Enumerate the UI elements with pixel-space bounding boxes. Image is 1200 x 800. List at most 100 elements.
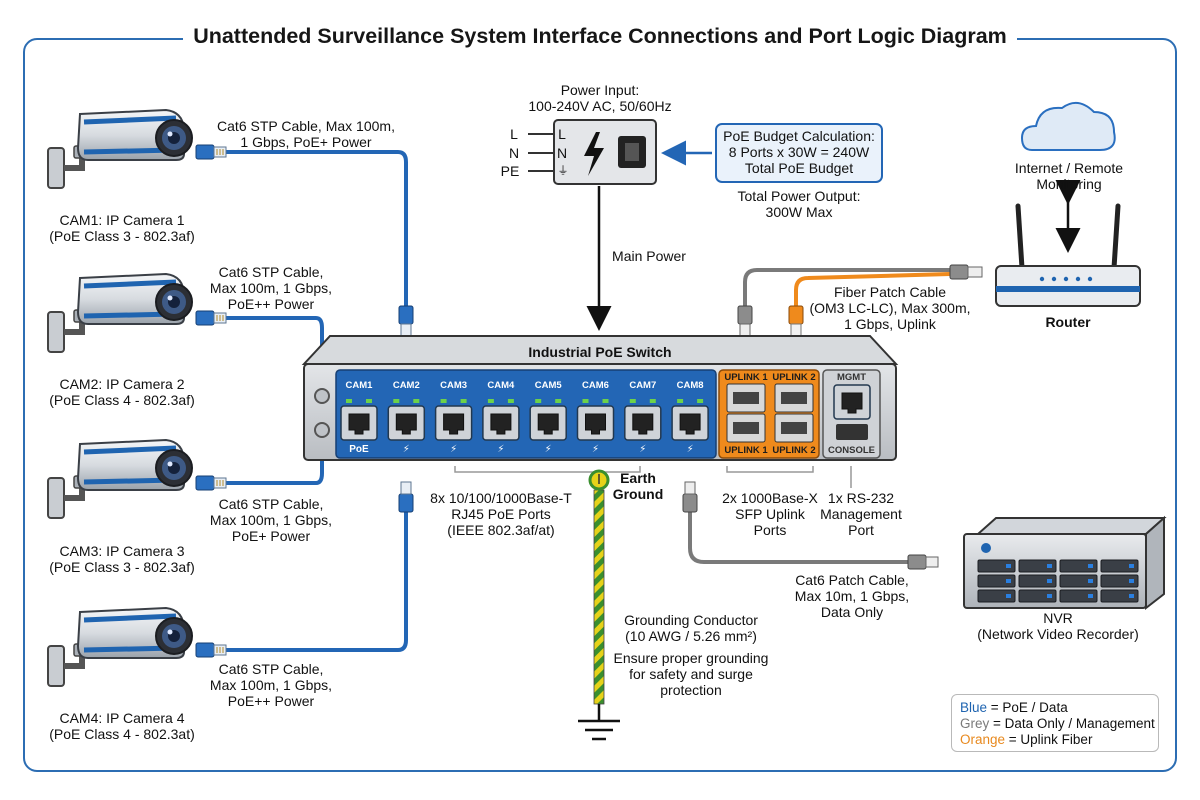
port-led-icon	[413, 399, 420, 403]
desc-line: SFP Uplink	[735, 506, 805, 522]
router-label: Router	[1045, 314, 1091, 330]
power-spec: 100-240V AC, 50/60Hz	[528, 98, 672, 114]
port-led-icon	[440, 399, 447, 403]
port-led-icon	[697, 399, 704, 403]
earth-ground-label: Earth Ground	[608, 470, 668, 502]
budget-title: PoE Budget Calculation:	[723, 128, 875, 144]
rj45-port-icon	[671, 405, 709, 441]
nvr-sub: (Network Video Recorder)	[977, 626, 1139, 642]
drive-bay-icon	[1018, 589, 1057, 603]
camera-name: CAM2: IP Camera 2	[59, 376, 185, 392]
budget-line2: Total PoE Budget	[744, 160, 854, 176]
port-led-icon	[555, 399, 562, 403]
uplink-1-bottom-label: UPLINK 1	[724, 445, 768, 456]
conductor-title: Grounding Conductor	[624, 612, 758, 628]
drive-led-icon	[1006, 564, 1011, 568]
drive-led-icon	[1088, 579, 1093, 583]
drive-bay-icon	[1100, 589, 1139, 603]
output-value: 300W Max	[765, 204, 833, 220]
camera-name: CAM1: IP Camera 1	[59, 212, 185, 228]
legend: Blue = PoE / Data Grey = Data Only / Man…	[951, 694, 1159, 752]
rj45-port-icon	[576, 405, 615, 441]
cable-label-line: Cat6 STP Cable, Max 100m,	[217, 118, 395, 134]
rj45-port-icon	[387, 405, 426, 441]
drive-bay-icon	[1059, 574, 1098, 588]
drive-led-icon	[1006, 594, 1011, 598]
cam4-cable-label: Cat6 STP Cable, Max 100m, 1 Gbps, PoE++ …	[196, 661, 346, 709]
total-power-output: Total Power Output: 300W Max	[716, 188, 882, 220]
legend-row-orange: Orange = Uplink Fiber	[960, 732, 1150, 748]
fiber-line: Fiber Patch Cable	[833, 284, 947, 300]
nvr-name: NVR	[1043, 610, 1073, 626]
port-label-cam7: CAM7	[629, 380, 657, 391]
port-label-cam1: CAM1	[345, 380, 373, 391]
budget-line1: 8 Ports x 30W = 240W	[728, 144, 870, 160]
poe-bolt-icon: ⚡	[450, 444, 458, 455]
drive-bay-icon	[1100, 559, 1139, 573]
nvr-cable-line: Data Only	[820, 604, 884, 620]
rj45-plug-icon	[195, 310, 227, 326]
drive-led-icon	[1129, 579, 1134, 583]
terminal-l: L	[558, 126, 566, 142]
note-line: for safety and surge	[629, 666, 753, 682]
desc-line: 1x RS-232	[827, 490, 895, 506]
rj45-plug-icon	[907, 554, 939, 570]
camera-name: CAM4: IP Camera 4	[59, 710, 185, 726]
cable-label-line: Max 100m, 1 Gbps,	[209, 512, 333, 528]
lightning-icon	[584, 132, 604, 176]
port-led-icon	[677, 399, 684, 403]
ground-symbol-icon	[578, 704, 620, 741]
nvr-drive-bays	[977, 559, 1139, 603]
desc-line: Ports	[753, 522, 787, 538]
mgmt-port-desc: 1x RS-232 Management Port	[806, 490, 916, 538]
legend-key: Blue	[960, 700, 988, 715]
router-icon	[995, 203, 1141, 307]
line-label-n: N	[508, 145, 520, 161]
drive-bay-icon	[1100, 574, 1139, 588]
drive-bay-icon	[977, 574, 1016, 588]
internet-label: Internet / Remote Monitoring	[1000, 160, 1138, 192]
drive-bay-icon	[1059, 589, 1098, 603]
earth-terminal-icon	[588, 469, 610, 491]
fiber-cable-label: Fiber Patch Cable (OM3 LC-LC), Max 300m,…	[804, 284, 976, 332]
port-label-cam3: CAM3	[440, 380, 468, 391]
drive-bay-icon	[977, 589, 1016, 603]
drive-led-icon	[1006, 579, 1011, 583]
conductor-spec: (10 AWG / 5.26 mm²)	[625, 628, 757, 644]
line-label-pe: PE	[500, 163, 520, 179]
legend-row-grey: Grey = Data Only / Management	[960, 716, 1155, 732]
port-led-icon	[582, 399, 589, 403]
rj45-plug-icon	[195, 475, 227, 491]
console-label: CONSOLE	[828, 445, 875, 456]
poe-budget-box	[715, 123, 883, 183]
power-input-block	[528, 119, 657, 185]
poe-bolt-icon: ⚡	[402, 444, 410, 455]
poe-ports-desc: 8x 10/100/1000Base-T RJ45 PoE Ports (IEE…	[418, 490, 584, 538]
desc-line: Management	[820, 506, 902, 522]
camera-2	[48, 274, 192, 352]
camera-poe-class: (PoE Class 4 - 802.3af)	[49, 392, 195, 408]
drive-led-icon	[1047, 564, 1052, 568]
note-line: Ensure proper grounding	[613, 650, 769, 666]
port-label-cam5: CAM5	[534, 380, 562, 391]
output-title: Total Power Output:	[737, 188, 861, 204]
rj45-plug-icon	[398, 481, 414, 513]
lc-plug-icon	[788, 305, 804, 337]
port-led-icon	[602, 399, 609, 403]
desc-line: RJ45 PoE Ports	[451, 506, 551, 522]
port-led-icon	[649, 399, 656, 403]
port-led-icon	[535, 399, 542, 403]
drive-led-icon	[1129, 594, 1134, 598]
diagram-title: Unattended Surveillance System Interface…	[0, 24, 1200, 49]
poe-bolt-icon: ⚡	[639, 444, 647, 455]
camera-poe-class: (PoE Class 3 - 802.3af)	[49, 228, 195, 244]
line-label-l: L	[510, 126, 518, 142]
camera-4-label: CAM4: IP Camera 4 (PoE Class 4 - 802.3at…	[40, 710, 204, 742]
legend-key: Orange	[960, 732, 1006, 747]
grounding-conductor-label: Grounding Conductor (10 AWG / 5.26 mm²)	[606, 612, 776, 644]
mgmt-port-icon	[833, 384, 871, 420]
drive-led-icon	[1047, 594, 1052, 598]
rj45-plug-icon	[398, 305, 414, 337]
poe-bolt-icon: ⚡	[497, 444, 505, 455]
